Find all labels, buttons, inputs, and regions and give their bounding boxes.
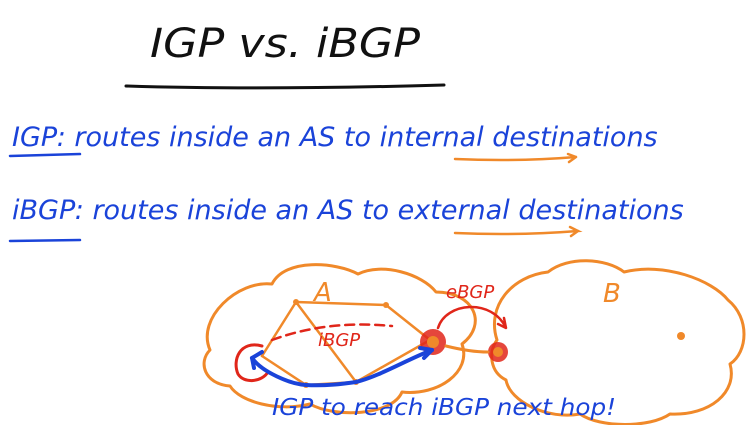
left-router-loop <box>234 343 270 382</box>
as-b-label: B <box>603 279 621 309</box>
inter-as-link <box>444 344 490 354</box>
as-b-border-router-core <box>493 347 503 357</box>
definition-igp-text: : routes inside an AS to <box>57 122 380 153</box>
definition-igp-tail: destinations <box>484 122 658 153</box>
term-igp-underline <box>8 152 82 158</box>
igp-path-arrowhead-left <box>250 350 264 370</box>
underlined-word-external: external <box>398 195 511 226</box>
internal-underline <box>453 152 578 164</box>
igp-path-arrowhead-right <box>418 346 434 360</box>
external-underline <box>453 225 583 238</box>
definition-ibgp: iBGP: routes inside an AS to external de… <box>12 195 684 226</box>
as-b-router <box>677 332 685 340</box>
underlined-word-internal: internal <box>380 122 485 153</box>
igp-path <box>250 348 434 388</box>
slide-title: IGP vs. iBGP <box>150 21 421 67</box>
title-underline <box>124 83 446 90</box>
term-ibgp-underline <box>8 238 82 243</box>
ibgp-session-dashed <box>270 323 394 342</box>
ebgp-session-arrow <box>436 305 508 330</box>
diagram-caption: IGP to reach iBGP next hop! <box>272 395 616 421</box>
term-ibgp: iBGP <box>12 195 76 226</box>
definition-ibgp-tail: destinations <box>510 195 684 226</box>
definition-igp: IGP: routes inside an AS to internal des… <box>12 122 658 153</box>
as-a-cloud <box>202 263 477 415</box>
term-igp: IGP <box>12 122 58 153</box>
ebgp-label: eBGP <box>446 282 494 303</box>
ibgp-label: iBGP <box>318 330 360 351</box>
definition-ibgp-text: : routes inside an AS to <box>75 195 398 226</box>
as-a-label: A <box>312 278 332 308</box>
as-a-border-router-core <box>427 336 439 348</box>
as-b-cloud <box>490 259 746 425</box>
